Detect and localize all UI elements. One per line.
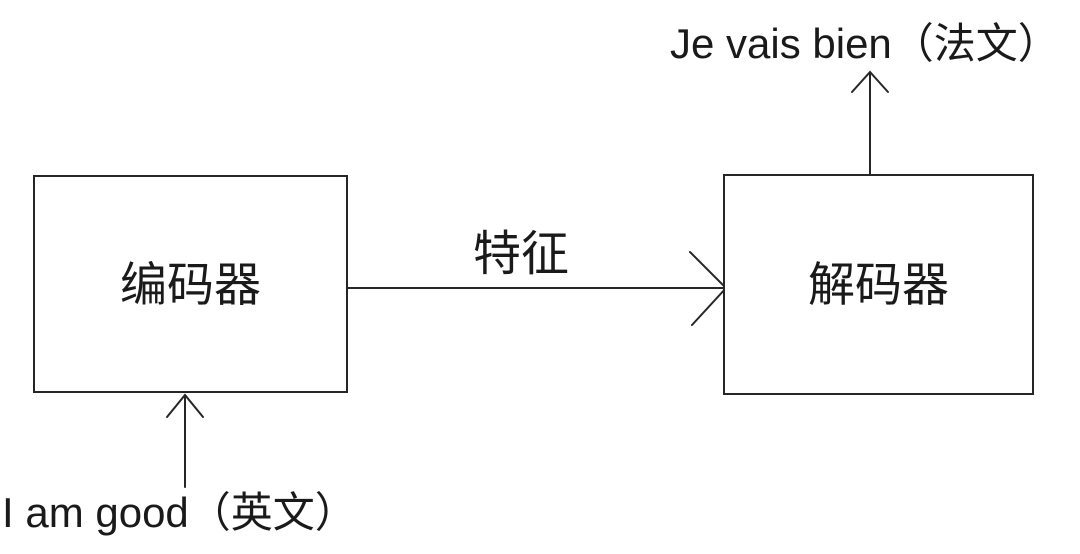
input-arrow xyxy=(166,393,204,488)
decoder-label: 解码器 xyxy=(808,258,949,311)
input-text: I am good（英文） xyxy=(2,489,357,536)
output-text: Je vais bien（法文） xyxy=(670,20,1060,67)
encoder-box: 编码器 xyxy=(33,175,348,393)
input-arrowhead-icon xyxy=(166,393,204,418)
encoder-label: 编码器 xyxy=(120,257,261,311)
output-arrow xyxy=(851,70,889,175)
decoder-box: 解码器 xyxy=(723,174,1034,395)
feature-label: 特征 xyxy=(472,228,570,281)
output-arrowhead-icon xyxy=(851,70,889,93)
